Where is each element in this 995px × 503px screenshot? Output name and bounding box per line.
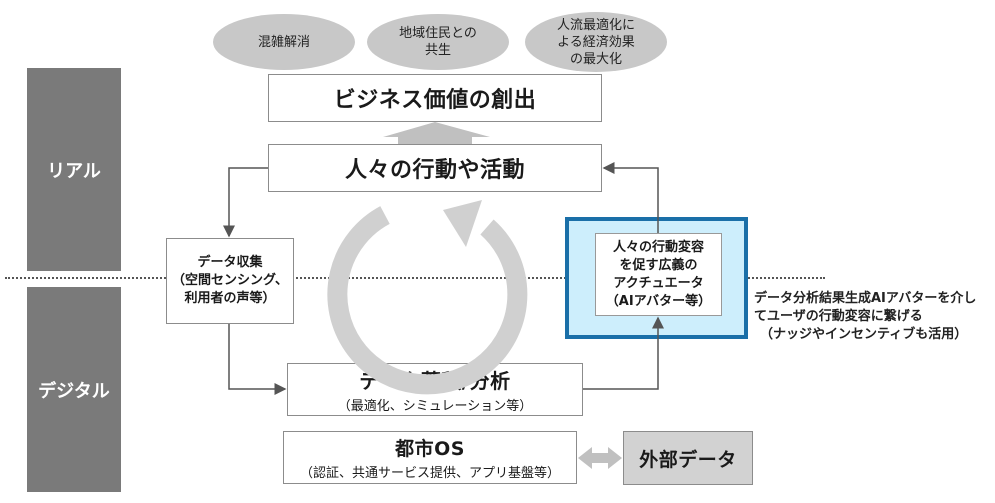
goal-text: よる経済効果 bbox=[557, 34, 635, 50]
goal-economic-effect: 人流最適化による経済効果の最大化 bbox=[525, 12, 667, 72]
data-collection-detail: （空間センシング、 bbox=[171, 273, 289, 288]
layer-real-label: リアル bbox=[47, 160, 101, 182]
actuator-line: を促す広義の bbox=[619, 257, 698, 273]
note-line: てユーザの行動変容に繋げる bbox=[754, 309, 923, 324]
actuator-note: データ分析結果生成AIアバターを介し てユーザの行動変容に繋げる （ナッジやイン… bbox=[754, 290, 994, 344]
actuator-box: 人々の行動変容 を促す広義の アクチュエータ （AIアバター等） bbox=[595, 233, 722, 316]
connector-collection-to-analysis bbox=[228, 324, 287, 395]
connector-activity-to-collection bbox=[223, 167, 268, 238]
data-collection-box: データ収集 （空間センシング、 利用者の声等） bbox=[166, 238, 294, 324]
business-value-label: ビジネス価値の創出 bbox=[333, 88, 537, 113]
actuator-line: 人々の行動変容 bbox=[612, 239, 704, 255]
real-digital-boundary bbox=[5, 277, 825, 279]
cycle-arrow-icon bbox=[327, 206, 528, 395]
external-data-box: 外部データ bbox=[623, 431, 753, 485]
data-collection-title: データ収集 bbox=[197, 255, 263, 270]
data-collection-detail: 利用者の声等） bbox=[184, 291, 276, 306]
external-data-label: 外部データ bbox=[639, 448, 737, 471]
actuator-line: アクチュエータ bbox=[613, 275, 704, 291]
city-os-box: 都市OS （認証、共通サービス提供、アプリ基盤等） bbox=[283, 431, 577, 484]
business-value-box: ビジネス価値の創出 bbox=[268, 74, 602, 122]
people-activity-box: 人々の行動や活動 bbox=[268, 144, 602, 192]
connector-analysis-to-actuator bbox=[583, 316, 664, 390]
bidirectional-arrow-icon bbox=[578, 447, 622, 469]
people-activity-label: 人々の行動や活動 bbox=[344, 158, 525, 183]
goal-text: 人流最適化に bbox=[556, 17, 635, 33]
connector-actuator-to-activity bbox=[602, 162, 659, 233]
note-line: （ナッジやインセンティブも活用） bbox=[760, 327, 968, 342]
note-line: データ分析結果生成AIアバターを介し bbox=[754, 291, 977, 306]
goal-congestion-relief: 混雑解消 bbox=[213, 14, 355, 70]
city-os-label: 都市OS bbox=[395, 438, 465, 460]
goal-coexistence: 地域住民との共生 bbox=[367, 14, 509, 70]
actuator-line: （AIアバター等） bbox=[605, 293, 712, 309]
layer-real-bar: リアル bbox=[27, 68, 121, 271]
goal-text: 地域住民との bbox=[399, 26, 477, 41]
layer-digital-bar: デジタル bbox=[27, 287, 121, 492]
layer-digital-label: デジタル bbox=[38, 380, 110, 402]
cycle-arrowhead-icon bbox=[443, 200, 482, 247]
data-analysis-sub: （最適化、シミュレーション等） bbox=[337, 399, 533, 414]
goal-text: 混雑解消 bbox=[257, 34, 310, 50]
up-arrow-icon bbox=[383, 122, 490, 144]
goal-text: の最大化 bbox=[569, 51, 622, 67]
city-os-sub: （認証、共通サービス提供、アプリ基盤等） bbox=[299, 466, 560, 481]
goal-text: 共生 bbox=[424, 43, 451, 58]
